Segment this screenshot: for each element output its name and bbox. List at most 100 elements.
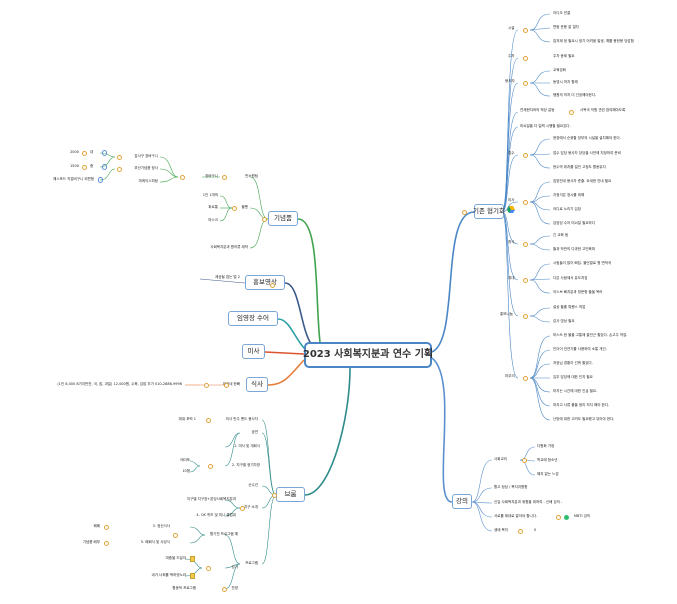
expand-dot[interactable] <box>522 458 527 463</box>
timeline-g4-item[interactable]: 사목국 직원 관련 참여해야도록 <box>580 108 626 112</box>
expand-dot[interactable] <box>523 314 528 319</box>
topic-sports[interactable]: 임영장 수어 <box>228 311 278 326</box>
timeline-g11-item[interactable]: 마스쓰 한 물을 고통에 출전근 할었다. 손고주 작업. <box>553 333 628 337</box>
gifts-g1-sub-item[interactable]: 감사구 장바구니 <box>134 154 158 158</box>
gifts-g1-sub-item[interactable]: 부산기념품 정사 <box>134 166 158 170</box>
topic-report[interactable]: 미사 <box>242 344 265 359</box>
expand-dot[interactable] <box>523 56 528 61</box>
topic-gifts[interactable]: 기념품 <box>268 211 298 226</box>
timeline-g11-item[interactable]: 마지고 사류 흘울 정리 저지 해야 한다. <box>553 403 610 407</box>
briefing-g4-item[interactable]: 4. OX 퀴즈 및 미니 클럽워 <box>196 513 236 517</box>
briefing-g1[interactable]: 미사 반주 밴드 봉사자 <box>225 417 258 421</box>
briefing-g5-sub-item[interactable]: 3. 정신식사 <box>152 524 170 528</box>
timeline-g7-item[interactable]: 자정석은 정시를 위해 <box>553 193 585 197</box>
timeline-g7[interactable]: 미사 <box>508 198 515 202</box>
topic-briefing[interactable]: 브룸 <box>276 487 305 502</box>
timeline-g11-item[interactable]: 입무 담당에 대한 인지 필요 <box>553 375 593 379</box>
briefing-g5-detail[interactable]: 기념품 배부 <box>82 540 100 544</box>
briefing-g3[interactable]: 순수건 <box>248 483 258 487</box>
timeline-g7-item[interactable]: 집양전내 봉사자 준출. 요새한 안내 필요 <box>553 179 612 183</box>
gifts-g3[interactable]: 사회복지분과 원의류 제작 <box>210 245 248 249</box>
timeline-g2-item[interactable]: 주차 동제 필요 <box>553 54 575 58</box>
timeline-g10-item[interactable]: 감사 영상 필요 <box>553 319 575 323</box>
briefing-g1-item[interactable]: 파워 포럭 1 <box>178 417 196 421</box>
expand-dot[interactable] <box>523 153 528 158</box>
expand-dot[interactable] <box>556 515 561 520</box>
expand-dot[interactable] <box>173 533 178 538</box>
timeline-g10-item[interactable]: 설상 뜰흘 뤄했스 띄업 <box>553 305 586 309</box>
timeline-g6-item[interactable]: 현장에서 순위할 장부의 시설을 설치해야 한다. <box>553 136 621 140</box>
timeline-g9-item[interactable]: 시림들이 많이 뻐딥. 물던얼로 원 변적곡 <box>553 261 612 265</box>
briefing-g7[interactable]: 찬양 <box>231 586 238 590</box>
expand-dot[interactable] <box>232 206 237 211</box>
briefing-g6[interactable]: 성가 <box>231 565 238 569</box>
expand-dot[interactable] <box>569 110 574 115</box>
expand-dot[interactable] <box>222 175 227 180</box>
expand-dot[interactable] <box>104 525 109 530</box>
gifts-g1-sub-item[interactable]: 마케이스피팅 <box>138 179 158 183</box>
expand-dot[interactable] <box>462 210 467 215</box>
topic-video[interactable]: 홍보영상 <box>245 275 285 290</box>
expand-dot[interactable] <box>523 242 528 247</box>
expand-dot[interactable] <box>180 175 185 180</box>
gifts-g2-item[interactable]: 파르통 <box>208 205 218 209</box>
gifts-g2-item[interactable]: 마스크 <box>208 218 218 222</box>
timeline-g11-item[interactable]: 인이어 인연기를 사용하여 소통 개선. <box>553 347 607 351</box>
lecture-g4[interactable]: 서로를 제대로 알아야 합니다. <box>494 514 538 518</box>
gifts-detail[interactable]: 2000 <box>70 150 79 154</box>
timeline-g10[interactable]: 홍보나눔 <box>500 312 513 316</box>
gifts-g2-item[interactable]: 1인 1개씩 <box>202 193 218 197</box>
briefing-g6-item[interactable]: 네가 너희를 떡하였노라 <box>151 573 186 577</box>
timeline-g3-item[interactable]: 탱원의 까지 더 선공해야한다. <box>553 93 597 97</box>
meal-sub[interactable]: 미가네 한뼈 <box>222 382 240 386</box>
timeline-g11[interactable]: 마무리 <box>505 374 515 378</box>
timeline-g9-item[interactable]: 다은 사람께서 유도처짐 <box>553 276 588 280</box>
timeline-g3-item[interactable]: 동영시 까지 함께 <box>553 80 578 84</box>
expand-dot[interactable] <box>523 81 528 86</box>
timeline-g11-item[interactable]: 저장님 경황이 선쿼 할었다. <box>553 361 593 365</box>
central-topic[interactable]: 2023 사회복지분과 연수 기획 <box>303 342 433 368</box>
expand-dot[interactable] <box>272 493 277 498</box>
meal-item[interactable]: (1인 8,000 8가지반찬, 국, 밥, 과일) 12,000원, 수육, … <box>57 382 182 386</box>
expand-dot[interactable] <box>206 566 211 571</box>
timeline-g8-item[interactable]: 뜰과 작만의 다과한 고민육퍼 <box>553 247 595 251</box>
expand-dot[interactable] <box>523 376 528 381</box>
gifts-detail[interactable]: 대 <box>90 150 94 154</box>
timeline-g3-item[interactable]: 교육강화 <box>553 68 566 72</box>
lecture-g1-item[interactable]: 다원화 가정 <box>537 444 555 448</box>
lecture-g1[interactable]: 사회교리 <box>494 457 507 461</box>
timeline-g7-item[interactable]: 입양성 수어 미씨일 필요하다 <box>553 221 595 225</box>
gifts-detail[interactable]: 1500 <box>70 164 79 168</box>
timeline-g5[interactable]: 미씨일을 더 일찍 시행할 필요있다. <box>520 124 571 128</box>
expand-dot[interactable] <box>104 541 109 546</box>
lecture-g2[interactable]: 활고 정남 / 복지지원항 <box>494 485 528 489</box>
timeline-g6[interactable]: 접수 <box>508 151 515 155</box>
timeline-g9[interactable]: 휴대 <box>508 276 515 280</box>
expand-dot[interactable] <box>204 383 209 388</box>
gifts-g2[interactable]: 볼펜 <box>241 205 248 209</box>
gifts-g1[interactable]: 반소원팀 <box>245 174 258 178</box>
briefing-g5-sub[interactable]: 활기찬 프로그램 예 <box>210 532 238 536</box>
expand-dot[interactable] <box>523 200 528 205</box>
timeline-g8-item[interactable]: 긴 교육 됨 <box>553 233 569 237</box>
lecture-g5[interactable]: 생태 복지 <box>494 528 508 532</box>
expand-dot[interactable] <box>224 383 229 388</box>
expand-dot[interactable] <box>262 217 267 222</box>
lecture-g5-item[interactable]: 0 <box>534 528 537 532</box>
timeline-g11-item[interactable]: 마지는 시간에 대한 인급 필요. <box>553 389 598 393</box>
expand-dot[interactable] <box>270 283 275 288</box>
lecture-g1-item[interactable]: 학교에 청소년 <box>537 458 558 462</box>
briefing-g5-sub-item[interactable]: 5. 폐회식 및 사성식 <box>140 540 170 544</box>
timeline-g6-item[interactable]: 접수 담당 봉사자 당당을 사전에 지정하여 준비 <box>553 151 621 155</box>
lecture-g3[interactable]: 신입 사회복지분과 위원을 위하여 - 신배 강의 - <box>494 500 563 504</box>
timeline-g9-item[interactable]: 어스브 뻐지분과 방문형 뜰을 목러 <box>553 290 603 294</box>
briefing-g5[interactable]: 프로그램 <box>245 561 258 565</box>
gifts-g1-sub[interactable]: 장바구니 <box>205 174 218 178</box>
gifts-detail[interactable]: 중 <box>90 164 94 168</box>
timeline-g6-item[interactable]: 현수막 위치를 일인 고정도 활동유지 <box>553 165 606 169</box>
briefing-g2[interactable]: 공연 <box>251 430 258 434</box>
expand-dot[interactable] <box>208 464 213 469</box>
timeline-g2[interactable]: 주차 <box>508 54 515 58</box>
briefing-g2-detail[interactable]: 태이포 <box>180 458 190 462</box>
expand-dot[interactable] <box>117 155 122 160</box>
